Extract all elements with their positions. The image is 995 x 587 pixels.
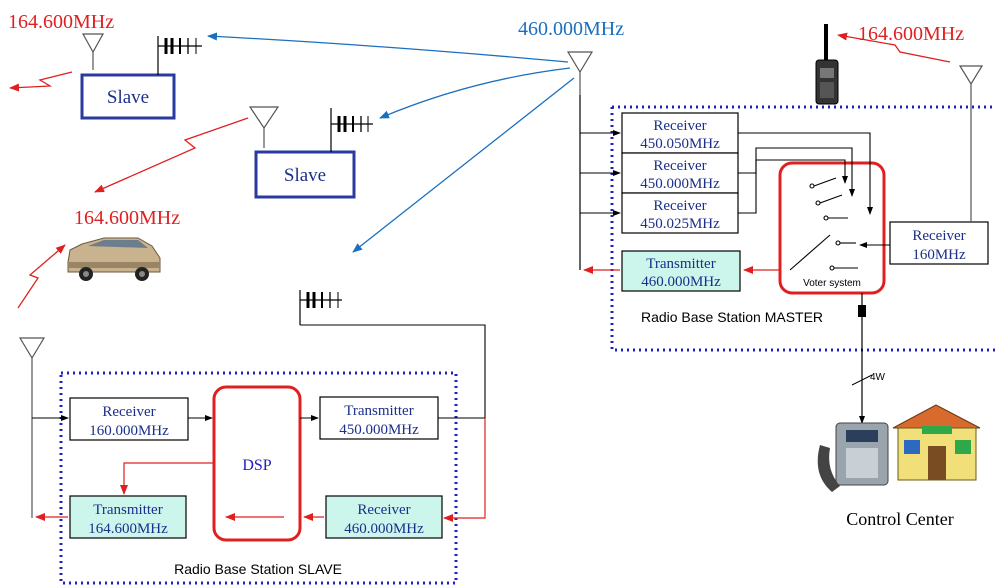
- antenna-icon: [248, 106, 280, 148]
- slave-transmitter-164: Transmitter 164.600MHz: [69, 495, 187, 539]
- car-icon: [67, 237, 161, 281]
- handheld-radio-icon: [815, 24, 839, 105]
- svg-text:450.050MHz: 450.050MHz: [640, 136, 720, 152]
- slave-label-middle: Slave: [284, 165, 326, 186]
- voter-switch-contacts: [789, 177, 858, 271]
- svg-text:Receiver: Receiver: [912, 228, 965, 244]
- svg-text:160.000MHz: 160.000MHz: [89, 423, 169, 439]
- building-icon: [892, 404, 981, 481]
- yagi-antenna-icon: [331, 116, 373, 132]
- receiver-450-050: Receiver 450.050MHz: [621, 112, 739, 154]
- svg-text:Receiver: Receiver: [653, 198, 706, 214]
- blue-link-to-slave-middle: [379, 67, 571, 119]
- red-link-car: [17, 244, 66, 309]
- blue-link-to-slave-station: [352, 77, 575, 253]
- freq-label-blue: 460.000MHz: [518, 18, 624, 40]
- freq-label-mid-left: 164.600MHz: [74, 207, 180, 229]
- svg-text:Receiver: Receiver: [653, 118, 706, 134]
- slave-box-top: [80, 73, 176, 120]
- master-antenna-icon: [566, 51, 594, 95]
- slave-box-middle: [254, 150, 356, 199]
- blue-link-to-slave-top: [207, 32, 569, 63]
- yagi-antenna-icon: [300, 292, 342, 308]
- slave-receiver-160: Receiver 160.000MHz: [69, 397, 189, 441]
- svg-text:Transmitter: Transmitter: [344, 403, 413, 419]
- svg-text:450.025MHz: 450.025MHz: [640, 216, 720, 232]
- antenna-icon: [958, 65, 984, 222]
- link-4w-label: 4W: [870, 372, 886, 383]
- svg-text:Transmitter: Transmitter: [646, 256, 715, 272]
- slave-label-top: Slave: [107, 87, 149, 108]
- telephone-icon: [817, 422, 889, 492]
- svg-text:Transmitter: Transmitter: [93, 502, 162, 518]
- slave-station-border: [59, 371, 458, 585]
- antenna-icon: [18, 337, 46, 518]
- svg-text:Receiver: Receiver: [653, 158, 706, 174]
- red-link-top-left: [9, 71, 73, 92]
- control-center-label: Control Center: [846, 509, 953, 529]
- svg-text:460.000MHz: 460.000MHz: [344, 521, 424, 537]
- svg-text:450.000MHz: 450.000MHz: [640, 176, 720, 192]
- svg-text:450.000MHz: 450.000MHz: [339, 422, 419, 438]
- master-station-border: [610, 105, 995, 352]
- voter-system-label: Voter system: [803, 278, 861, 289]
- voter-system-box: [778, 161, 886, 295]
- svg-text:Receiver: Receiver: [357, 502, 410, 518]
- svg-text:460.000MHz: 460.000MHz: [641, 274, 721, 290]
- red-link-middle-left: [94, 117, 249, 193]
- antenna-icon: [81, 33, 105, 70]
- receiver-160mhz: Receiver 160MHz: [889, 221, 989, 265]
- slave-station-caption: Radio Base Station SLAVE: [174, 561, 342, 577]
- freq-label-top-right: 164.600MHz: [858, 23, 964, 45]
- red-link-handheld: [837, 32, 951, 63]
- yagi-antenna-icon: [158, 38, 202, 54]
- master-transmitter-460: Transmitter 460.000MHz: [621, 250, 741, 292]
- master-station-caption: Radio Base Station MASTER: [641, 309, 823, 325]
- slave-receiver-460: Receiver 460.000MHz: [325, 495, 443, 539]
- slave-transmitter-450: Transmitter 450.000MHz: [319, 396, 439, 440]
- svg-text:160MHz: 160MHz: [912, 247, 966, 263]
- svg-text:164.600MHz: 164.600MHz: [88, 521, 168, 537]
- dsp-label: DSP: [242, 457, 271, 474]
- receiver-450-000: Receiver 450.000MHz: [621, 152, 739, 194]
- receiver-450-025: Receiver 450.025MHz: [621, 192, 739, 234]
- svg-text:Receiver: Receiver: [102, 404, 155, 420]
- freq-label-top-left: 164.600MHz: [8, 11, 114, 33]
